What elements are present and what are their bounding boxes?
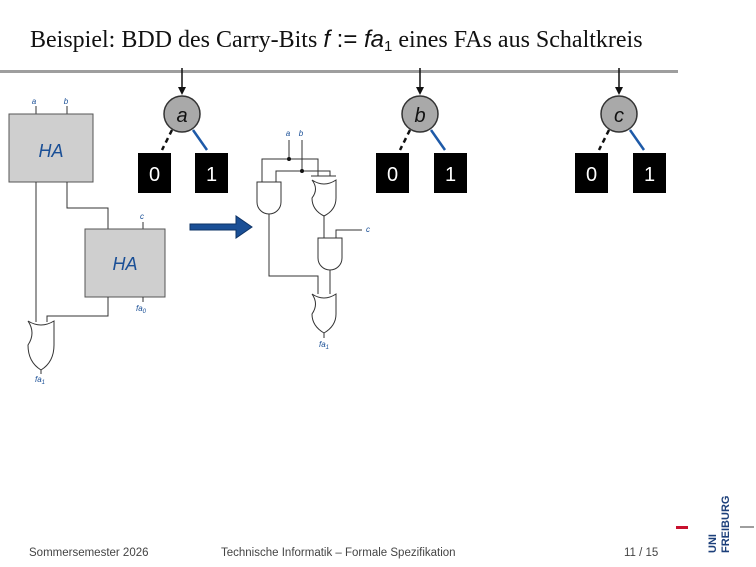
slide-title: Beispiel: BDD des Carry-Bits f := fa1 ei… [30,26,643,55]
title-suffix: eines FAs aus Schaltkreis [392,27,643,53]
xor-gate [311,179,337,217]
title-f: f [323,26,330,53]
uni-freiburg-logo: UNI FREIBURG [676,496,754,553]
or-gate-left [27,320,55,371]
ha2-output-label: fa0 [136,304,147,315]
bdd-c-high-edge [628,129,646,151]
bdd-c: c 0 1 [575,68,666,193]
footer-semester: Sommersemester 2026 [29,547,149,559]
bdd-b-terminal-0-label: 0 [387,164,398,186]
title-assign: := [329,26,365,53]
half-adder-2-label: HA [112,254,137,274]
bdd-c-terminal-0 [575,153,608,193]
logo-freiburg: FREIBURG [720,496,732,553]
title-fa: fa [364,26,385,53]
gate-input-c: c [366,225,370,234]
bdd-b-high-edge [429,129,447,151]
title-subscript: 1 [384,38,393,55]
bdd-c-terminal-0-label: 0 [586,164,597,186]
footer-course: Technische Informatik – Formale Spezifik… [221,547,456,559]
half-adder-1-label: HA [38,141,63,161]
bdd-b-low-edge [398,129,412,151]
bdd-a-node [163,95,201,133]
ha1-input-b: b [64,97,69,106]
and-gate-2 [317,237,343,271]
bdd-c-terminal-1-label: 1 [644,164,655,186]
left-output-label: fa1 [35,375,45,386]
bdd-c-low-edge [597,129,611,151]
logo-uni: UNI [707,534,719,553]
gate-input-a: a [286,129,291,138]
right-output-label: fa1 [319,340,329,351]
bdd-b-terminal-1-label: 1 [445,164,456,186]
half-adder-2 [84,228,166,298]
bdd-c-var: c [614,105,624,127]
gate-input-b: b [299,129,304,138]
bdd-b-terminal-0 [376,153,409,193]
bdd-a-low-edge [160,129,174,151]
bdd-b: b 0 1 [376,68,467,193]
ha2-input-c: c [140,212,144,221]
bdd-c-node [600,95,638,133]
and-gate-1 [256,181,282,215]
bdd-a-terminal-1-label: 1 [206,164,217,186]
bdd-b-var: b [414,105,425,127]
bdd-a: a 0 1 [138,68,228,193]
bdd-b-terminal-1 [434,153,467,193]
footer-page-number: 11 / 15 [624,547,659,559]
bdd-c-terminal-1 [633,153,666,193]
bdd-a-terminal-1 [195,153,228,193]
title-prefix: Beispiel: BDD des Carry-Bits [30,27,324,53]
bdd-a-terminal-0 [138,153,171,193]
or-gate-right [311,293,337,334]
half-adder-circuit: a b HA c HA fa0 fa1 [8,97,166,386]
half-adder-1 [8,113,94,183]
title-rule [0,70,678,73]
gate-level-circuit: a b c fa1 [256,129,370,351]
transform-arrow [189,215,253,239]
ha1-input-a: a [32,97,37,106]
bdd-a-high-edge [191,129,209,151]
bdd-b-node [401,95,439,133]
bdd-a-var: a [176,105,187,127]
bdd-a-terminal-0-label: 0 [149,164,160,186]
